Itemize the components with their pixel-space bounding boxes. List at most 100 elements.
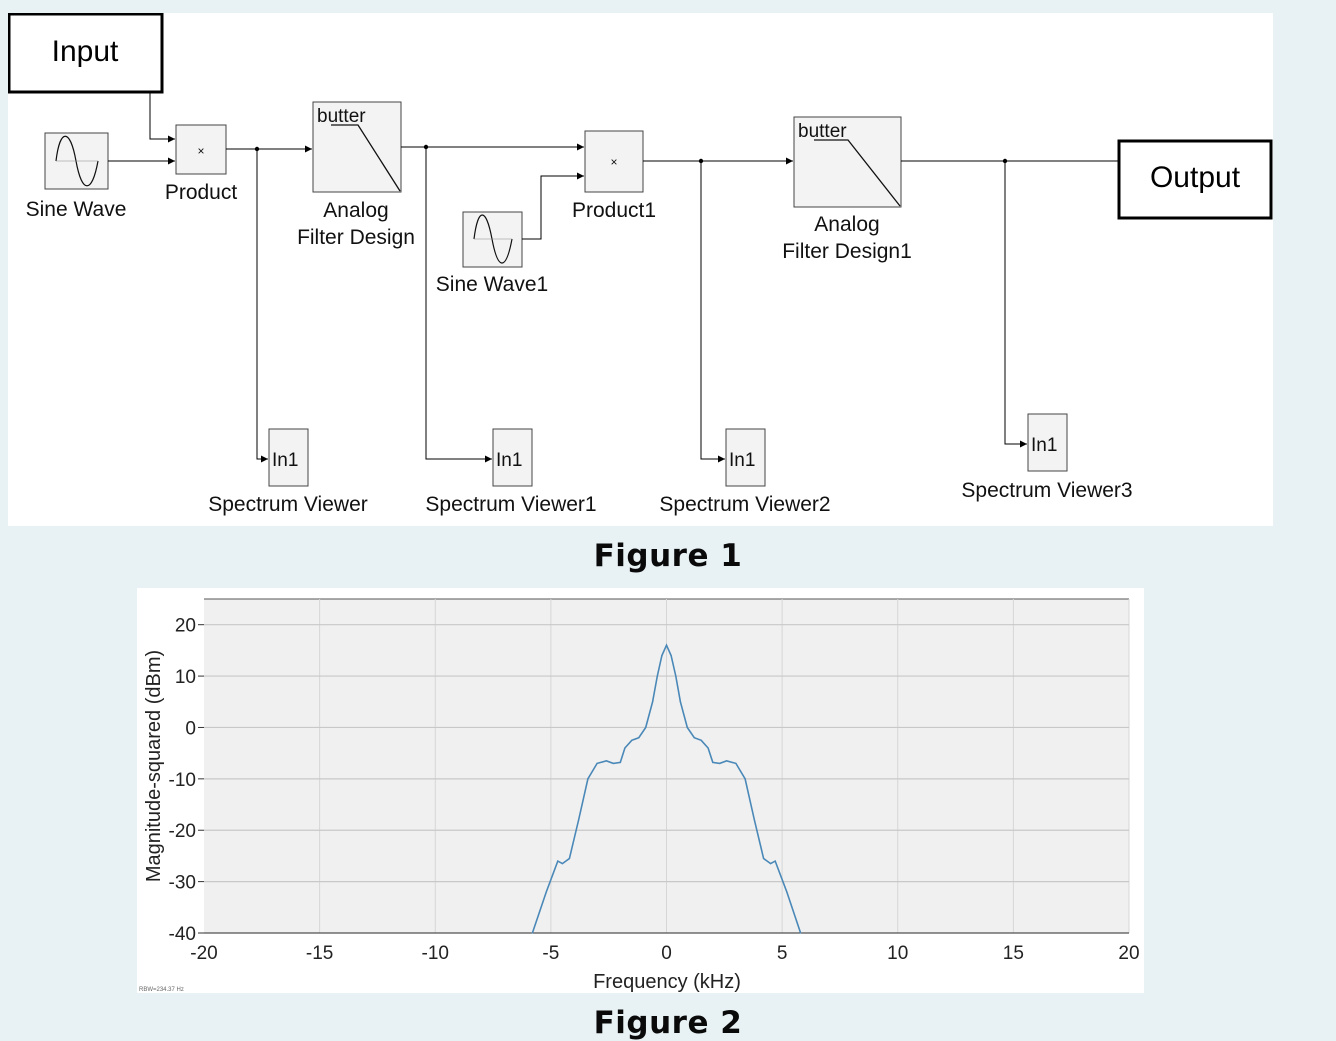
- spectrum-point: [612, 762, 614, 765]
- spectrum-point: [652, 701, 654, 703]
- spectrum-point: [624, 747, 626, 749]
- spectrum-point: [786, 891, 788, 893]
- y-tick-label: -30: [169, 873, 196, 894]
- filter-type-tag: butter: [317, 106, 366, 127]
- spectrum-point: [686, 726, 688, 729]
- spectrum-viewer-label: Spectrum Viewer: [208, 493, 368, 516]
- filter-label-line2: Filter Design: [297, 226, 415, 249]
- product1-block[interactable]: ×: [584, 130, 644, 193]
- y-tick-label: -20: [169, 821, 196, 842]
- spectrum-point: [800, 932, 802, 934]
- spectrum-point: [753, 819, 755, 821]
- lowpass-icon: [331, 124, 401, 192]
- figure1-caption: Figure 1: [593, 538, 743, 574]
- y-tick-label: 20: [175, 616, 196, 637]
- spectrum-point: [619, 761, 621, 764]
- product-block[interactable]: ×: [175, 124, 227, 175]
- x-axis-title: Frequency (kHz): [593, 971, 741, 993]
- spectrum-point: [545, 891, 547, 893]
- spectrum-point: [605, 760, 607, 762]
- multiply-icon: ×: [197, 144, 204, 158]
- sine-wave-label: Sine Wave: [26, 198, 127, 221]
- product1-label: Product1: [572, 199, 656, 222]
- figure2-chart: -20 -15 -10 -5 0 5 10 15 20 -40 -30 -20 -10 0 10 20 Fre…: [137, 588, 1144, 993]
- spectrum-point: [557, 860, 559, 862]
- spectrum-point: [675, 675, 677, 677]
- x-tick-label: 5: [777, 943, 788, 964]
- product-label: Product: [165, 181, 238, 204]
- x-tick-label: 0: [661, 943, 672, 964]
- spectrum-point: [700, 739, 702, 741]
- filter1-label-line2: Filter Design1: [782, 240, 912, 263]
- spectrum-point: [670, 654, 672, 657]
- x-tick-label: -10: [422, 943, 449, 964]
- spectrum-viewer-block[interactable]: In1: [268, 428, 309, 487]
- sine-wave1-block[interactable]: [462, 211, 523, 268]
- svg-text:Output: Output: [1150, 161, 1241, 194]
- spectrum-viewer2-label: Spectrum Viewer2: [659, 493, 830, 516]
- spectrum-viewer1-block[interactable]: In1: [492, 428, 533, 487]
- spectrum-viewer2-block[interactable]: In1: [725, 428, 766, 487]
- figure1-diagram: Input Sine Wave × Product butter Analog …: [8, 13, 1273, 526]
- spectrum-point: [661, 654, 663, 657]
- spectrum-viewer1-label: Spectrum Viewer1: [425, 493, 596, 516]
- spectrum-point: [656, 675, 658, 677]
- spectrum-point: [665, 644, 668, 646]
- spectrum-viewer3-block[interactable]: In1: [1027, 413, 1068, 472]
- spectrum-point: [712, 761, 714, 764]
- spectrum-point: [679, 701, 681, 703]
- svg-text:In1: In1: [729, 450, 755, 471]
- input-port[interactable]: Input: [8, 13, 164, 94]
- spectrum-point: [631, 739, 633, 741]
- svg-text:In1: In1: [1031, 435, 1057, 456]
- spectrum-point: [707, 747, 709, 749]
- filter-label-line1: Analog: [323, 199, 388, 222]
- axis-ticks: -20 -15 -10 -5 0 5 10 15 20 -40 -30 -20 -10 0 10 20: [169, 616, 1140, 964]
- spectrum-point: [587, 778, 589, 780]
- x-tick-label: -15: [306, 943, 333, 964]
- spectrum-point: [561, 863, 564, 865]
- x-tick-label: -5: [542, 943, 559, 964]
- spectrum-point: [744, 778, 746, 780]
- lowpass-icon: [814, 139, 901, 207]
- spectrum-point: [531, 932, 533, 934]
- svg-text:In1: In1: [272, 450, 298, 471]
- y-axis-title: Magnitude-squared (dBm): [143, 650, 165, 882]
- spectrum-trace: [531, 643, 802, 934]
- sine-wave1-label: Sine Wave1: [436, 273, 548, 296]
- sine-wave-block[interactable]: [44, 132, 109, 190]
- branch-points: [254, 144, 1008, 164]
- spectrum-point: [769, 863, 772, 865]
- spectrum-point: [578, 819, 580, 821]
- spectrum-point: [774, 860, 776, 862]
- spectrum-point: [719, 762, 721, 765]
- spectrum-point: [735, 762, 737, 765]
- multiply-icon: ×: [610, 155, 617, 169]
- x-tick-label: 15: [1003, 943, 1024, 964]
- y-tick-label: -40: [169, 924, 196, 945]
- svg-text:Input: Input: [52, 35, 119, 68]
- x-tick-label: 10: [887, 943, 908, 964]
- x-tick-label: -20: [190, 943, 217, 964]
- spectrum-point: [645, 726, 647, 729]
- output-port[interactable]: Output: [1117, 139, 1273, 220]
- y-tick-label: -10: [169, 770, 196, 791]
- y-tick-label: 10: [175, 667, 196, 688]
- spectrum-point: [726, 760, 728, 762]
- rbw-watermark: RBW=234.37 Hz: [139, 987, 184, 993]
- svg-text:In1: In1: [496, 450, 522, 471]
- spectrum-point: [596, 762, 598, 765]
- figure2-caption: Figure 2: [593, 1005, 743, 1041]
- spectrum-point: [693, 737, 695, 739]
- analog-filter-design-block[interactable]: butter: [312, 101, 402, 193]
- signal-lines: [108, 92, 1118, 463]
- spectrum-point: [568, 857, 570, 860]
- spectrum-viewer3-label: Spectrum Viewer3: [961, 479, 1132, 502]
- filter-type-tag: butter: [798, 121, 847, 142]
- analog-filter-design1-block[interactable]: butter: [793, 116, 902, 208]
- y-tick-label: 0: [185, 718, 196, 739]
- spectrum-point: [763, 857, 765, 860]
- filter1-label-line1: Analog: [814, 213, 879, 236]
- spectrum-point: [638, 737, 640, 739]
- x-tick-label: 20: [1118, 943, 1139, 964]
